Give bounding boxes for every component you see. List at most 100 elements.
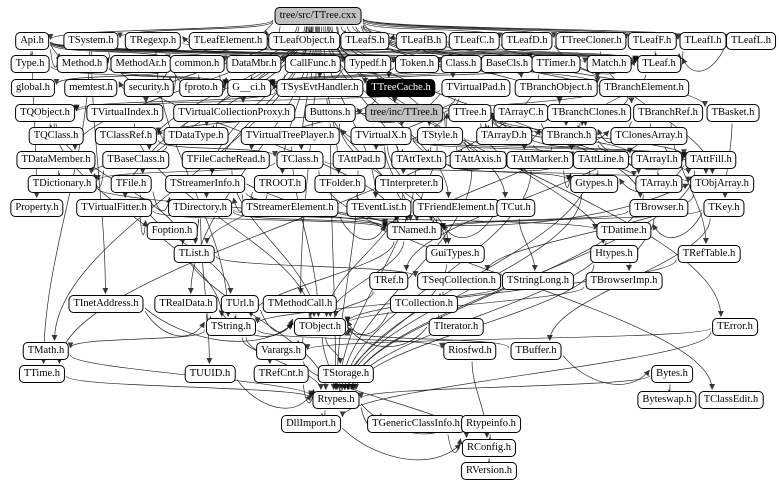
graph-node-tleafs-h: TLeafS.h bbox=[340, 32, 390, 50]
dependency-edge bbox=[158, 140, 278, 158]
graph-node-treftable-h: TRefTable.h bbox=[677, 245, 741, 263]
dependency-edge bbox=[339, 217, 386, 240]
graph-node-dllimport-h: DllImport.h bbox=[281, 415, 341, 433]
graph-node-tbuffer-h: TBuffer.h bbox=[510, 342, 562, 360]
dependency-edge bbox=[492, 115, 610, 147]
dependency-edge bbox=[346, 311, 389, 335]
graph-node-tref-h: TRef.h bbox=[369, 272, 409, 290]
graph-node-ttreecache-h: TTreeCache.h bbox=[366, 79, 436, 97]
graph-node-buttons-h: Buttons.h bbox=[304, 104, 356, 122]
graph-node-troot-h: TROOT.h bbox=[253, 175, 307, 193]
dependency-edge bbox=[348, 194, 644, 390]
graph-node-tqobject-h: TQObject.h bbox=[15, 104, 75, 122]
graph-node-method-h: Method.h bbox=[56, 55, 108, 73]
dependency-edge bbox=[254, 286, 501, 324]
graph-node-tcut-h: TCut.h bbox=[496, 199, 536, 217]
graph-node-tree-src-ttree-cxx: tree/src/TTree.cxx bbox=[274, 7, 362, 25]
graph-node-titerator-h: TIterator.h bbox=[428, 318, 484, 336]
dependency-edge bbox=[291, 146, 322, 317]
dependency-edge bbox=[304, 327, 711, 351]
graph-node-tfilecacheread-h: TFileCacheRead.h bbox=[181, 151, 271, 169]
dependency-edge bbox=[245, 337, 324, 390]
dependency-edge bbox=[47, 19, 274, 40]
graph-node-property-h: Property.h bbox=[10, 199, 64, 217]
graph-node-varargs-h: Varargs.h bbox=[256, 342, 306, 360]
graph-node-tstreamerinfo-h: TStreamerInfo.h bbox=[165, 175, 245, 193]
dependency-edge bbox=[321, 337, 337, 390]
dependency-edge bbox=[350, 241, 607, 390]
dependency-edge bbox=[257, 329, 445, 349]
graph-node-tleafc-h: TLeafC.h bbox=[448, 32, 500, 50]
graph-node-tattaxis-h: TAttAxis.h bbox=[449, 151, 507, 169]
graph-node-fproto-h: fproto.h bbox=[179, 79, 223, 97]
graph-node-match-h: Match.h bbox=[586, 55, 632, 73]
graph-node-tsysevthandler-h: TSysEvtHandler.h bbox=[276, 79, 364, 97]
graph-node-tree-inc-ttree-h: tree/inc/TTree.h bbox=[365, 104, 443, 122]
dependency-edge bbox=[492, 121, 575, 150]
graph-node-tseqcollection-h: TSeqCollection.h bbox=[417, 272, 501, 290]
dependency-edge bbox=[241, 337, 273, 364]
graph-node-tleaf-h: TLeaf.h bbox=[637, 55, 681, 73]
dependency-edge bbox=[344, 260, 677, 323]
graph-node-tleafi-h: TLeafI.h bbox=[679, 32, 727, 50]
graph-node-tattpad-h: TAttPad.h bbox=[332, 151, 386, 169]
graph-node-tbranchelement-h: TBranchElement.h bbox=[599, 79, 689, 97]
graph-node-tdatatype-h: TDataType.h bbox=[163, 127, 229, 145]
graph-node-tlist-h: TList.h bbox=[173, 245, 215, 263]
graph-node-trealdata-h: TRealData.h bbox=[154, 295, 218, 313]
graph-node-ttimer-h: TTimer.h bbox=[531, 55, 581, 73]
graph-node-tattmarker-h: TAttMarker.h bbox=[506, 151, 574, 169]
dependency-edge bbox=[144, 307, 293, 342]
dependency-edge bbox=[440, 209, 703, 230]
graph-node-tobject-h: TObject.h bbox=[293, 318, 347, 336]
dependency-edge bbox=[339, 332, 711, 418]
graph-node-tmethodcall-h: TMethodCall.h bbox=[262, 295, 338, 313]
graph-node-tbranchref-h: TBranchRef.h bbox=[633, 104, 703, 122]
graph-node-tstringlong-h: TStringLong.h bbox=[501, 272, 575, 290]
graph-node-tstreamerelement-h: TStreamerElement.h bbox=[241, 199, 339, 217]
graph-node-tbranchobject-h: TBranchObject.h bbox=[514, 79, 598, 97]
graph-node-gtypes-h: Gtypes.h bbox=[570, 175, 618, 193]
dependency-edge bbox=[387, 146, 452, 244]
graph-node-typedf-h: Typedf.h bbox=[344, 55, 392, 73]
graph-node-tregexp-h: TRegexp.h bbox=[124, 32, 182, 50]
graph-node-tobjarray-h: TObjArray.h bbox=[690, 175, 754, 193]
graph-node-tstorage-h: TStorage.h bbox=[317, 365, 375, 383]
graph-node-ttreecloner-h: TTreeCloner.h bbox=[555, 32, 627, 50]
graph-node-turl-h: TUrl.h bbox=[220, 295, 260, 313]
dependency-edge bbox=[358, 375, 650, 399]
graph-node-tbrowserimp-h: TBrowserImp.h bbox=[585, 272, 663, 290]
dependency-edge bbox=[332, 291, 374, 317]
graph-node-guitypes-h: GuiTypes.h bbox=[425, 245, 485, 263]
dependency-edge bbox=[316, 26, 323, 78]
graph-node-riosfwd-h: Riosfwd.h bbox=[443, 342, 497, 360]
graph-node-tbaseclass-h: TBaseClass.h bbox=[102, 151, 170, 169]
graph-node-tvirtualindex-h: TVirtualIndex.h bbox=[86, 104, 164, 122]
graph-node-tleafelement-h: TLeafElement.h bbox=[188, 32, 268, 50]
graph-node-htypes-h: Htypes.h bbox=[590, 245, 638, 263]
graph-node-tstyle-h: TStyle.h bbox=[417, 127, 463, 145]
graph-node-terror-h: TError.h bbox=[712, 318, 758, 336]
graph-node-tbrowser-h: TBrowser.h bbox=[629, 199, 689, 217]
graph-node-tdatime-h: TDatime.h bbox=[596, 222, 652, 240]
dependency-edge bbox=[344, 329, 510, 349]
graph-node-trefcnt-h: TRefCnt.h bbox=[253, 365, 309, 383]
graph-node-tinetaddress-h: TInetAddress.h bbox=[68, 295, 144, 313]
graph-node-common-h: common.h bbox=[169, 55, 225, 73]
graph-node-tbasket-h: TBasket.h bbox=[706, 104, 760, 122]
graph-node-tarrayc-h: TArrayC.h bbox=[493, 104, 549, 122]
graph-node-basecls-h: BaseCls.h bbox=[480, 55, 534, 73]
dependency-edge bbox=[518, 218, 538, 271]
graph-node-api-h: Api.h bbox=[15, 32, 49, 50]
graph-node-rtypeinfo-h: Rtypeinfo.h bbox=[461, 415, 521, 433]
dependency-edge bbox=[563, 170, 573, 188]
graph-node-tattline-h: TAttLine.h bbox=[572, 151, 630, 169]
graph-node-tinterpreter-h: TInterpreter.h bbox=[374, 175, 444, 193]
dependency-edge bbox=[447, 434, 463, 453]
graph-node-tarray-h: TArray.h bbox=[635, 175, 683, 193]
graph-node-rconfig-h: RConfig.h bbox=[461, 439, 517, 457]
dependency-edge bbox=[442, 212, 496, 239]
dependency-edge bbox=[345, 194, 582, 390]
dependency-edge bbox=[67, 330, 205, 349]
